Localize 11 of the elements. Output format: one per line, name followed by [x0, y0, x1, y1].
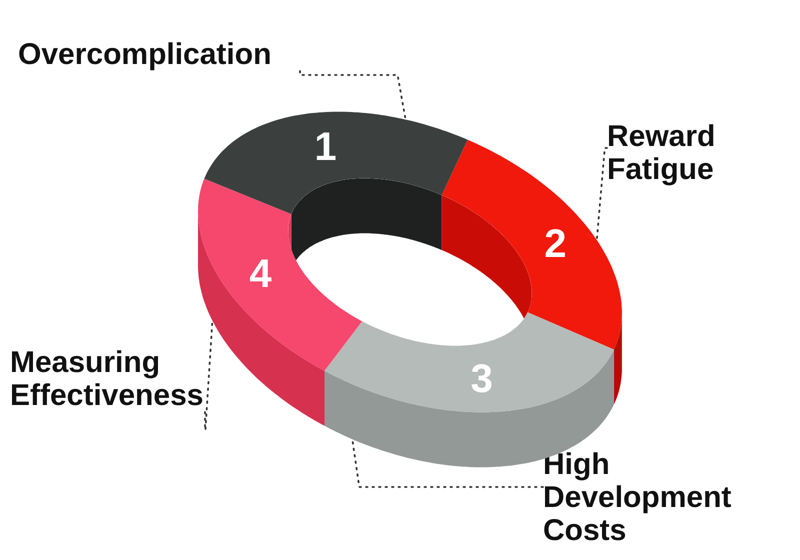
leader-line — [204, 320, 214, 431]
callout-label: Reward Fatigue — [607, 120, 772, 186]
segment-number: 3 — [470, 356, 493, 401]
segment-number: 4 — [249, 252, 272, 296]
callout-label: Measuring Effectiveness — [10, 346, 242, 412]
segment-number: 1 — [314, 124, 337, 169]
segment-number: 2 — [544, 222, 566, 266]
callout-label: High Development Costs — [543, 448, 778, 547]
callout-label: Overcomplication — [18, 38, 272, 71]
leader-line — [299, 70, 406, 120]
leader-line — [596, 147, 608, 241]
